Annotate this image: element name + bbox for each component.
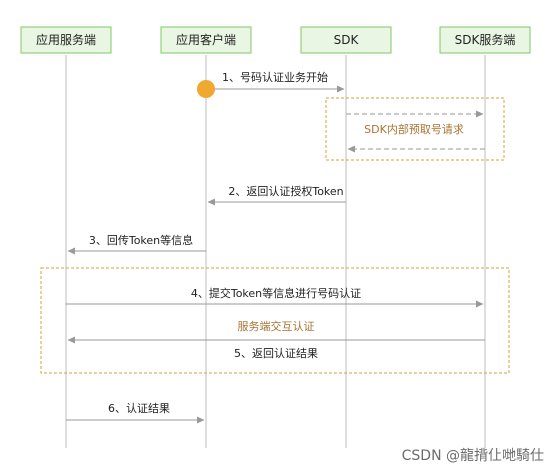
watermark: CSDN @龍揹仩哋騎仕 [402,447,544,464]
actor-app-server-label: 应用服务端 [36,32,96,47]
actor-app-server: 应用服务端 [20,26,112,54]
start-dot [197,80,215,98]
message-1-label: 1、号码认证业务开始 [222,70,328,84]
message-2-label: 2、返回认证授权Token [228,184,343,198]
message-5-label: 5、返回认证结果 [234,347,318,360]
actor-sdk-server: SDK服务端 [439,26,531,54]
actor-sdk: SDK [300,26,392,54]
actor-app-client: 应用客户端 [160,26,252,54]
message-4-label: 4、提交Token等信息进行号码认证 [191,286,361,300]
prefetch-label: SDK内部预取号请求 [364,122,464,136]
message-3-label: 3、回传Token等信息 [89,233,193,247]
actor-app-client-label: 应用客户端 [176,32,236,47]
message-6-label: 6、认证结果 [108,402,170,415]
actor-sdk-server-label: SDK服务端 [455,32,516,47]
actor-sdk-label: SDK [334,33,360,47]
server-interaction-label: 服务端交互认证 [238,319,315,333]
server-auth-frame [40,267,510,374]
